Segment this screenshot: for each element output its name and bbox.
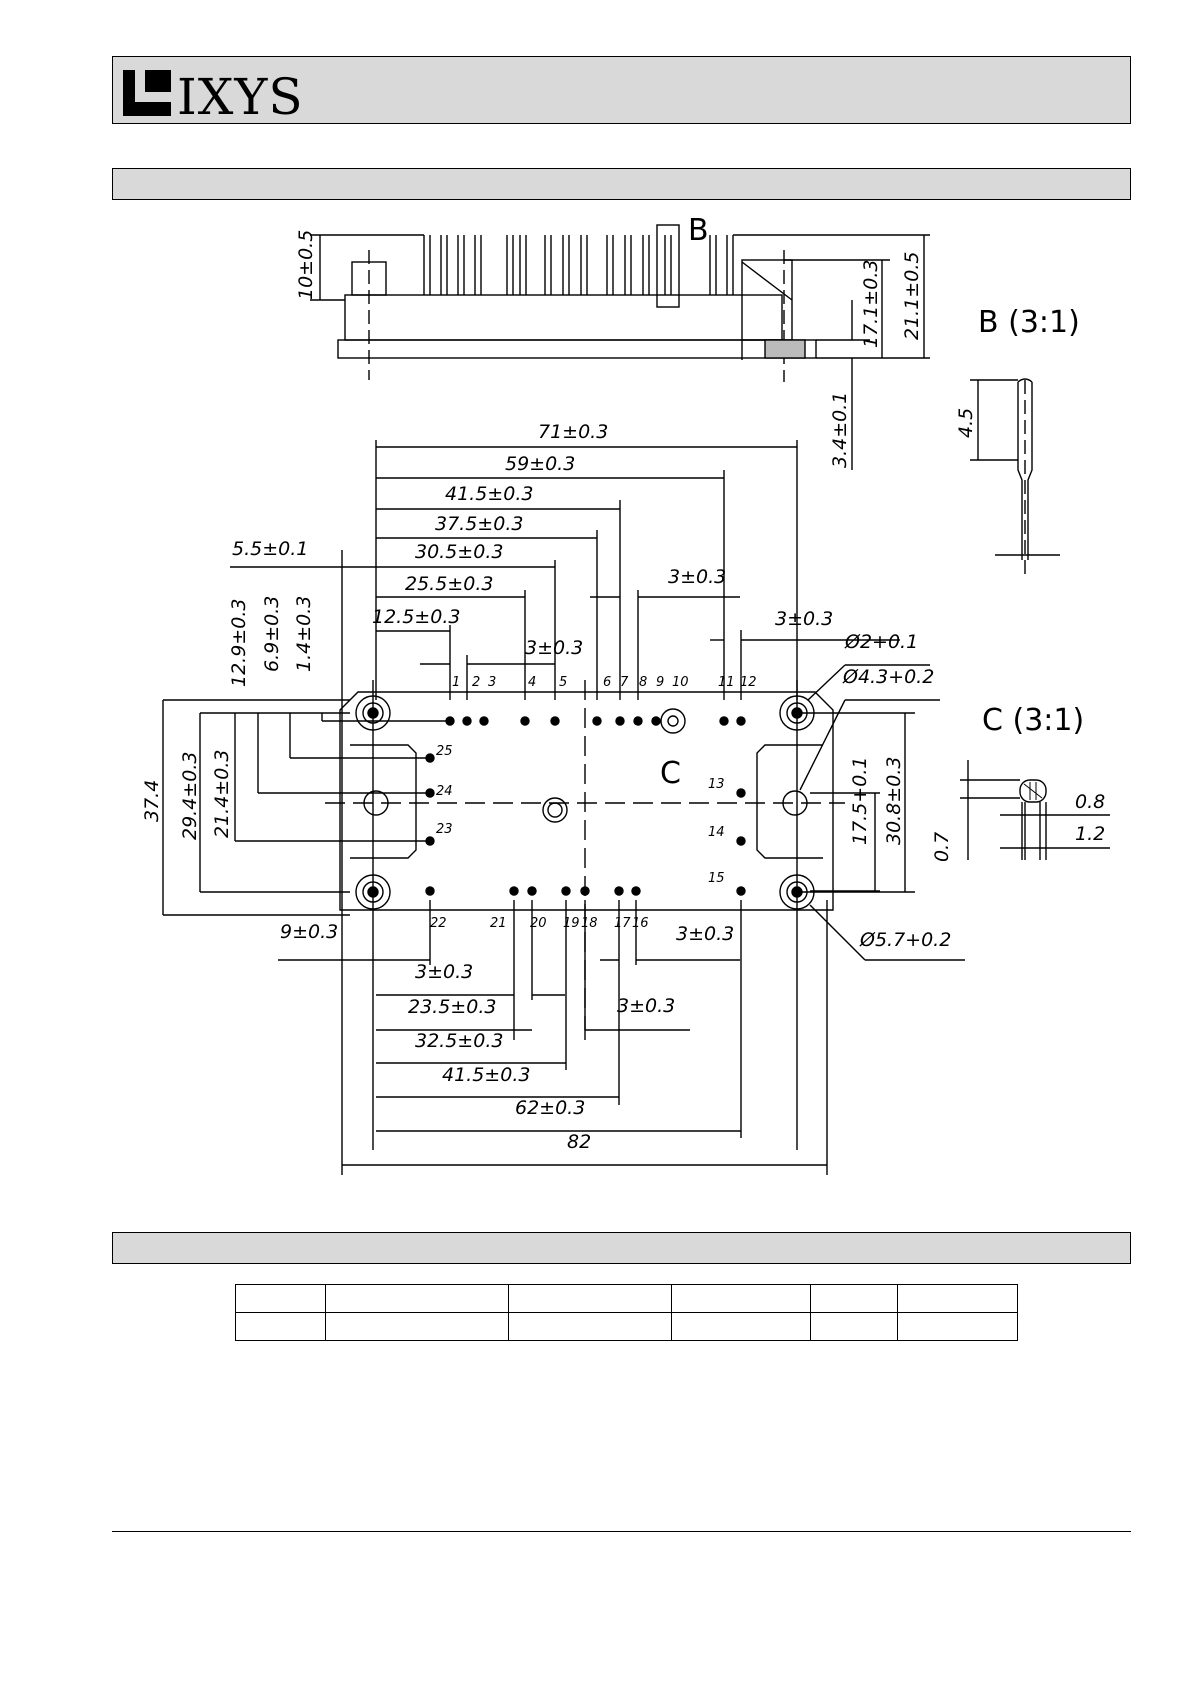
table-row — [235, 1284, 1018, 1313]
pin-label: 6 — [603, 675, 611, 690]
dim-height-17-1: 17.1±0.3 — [860, 260, 882, 348]
pin-label: 21 — [490, 916, 507, 931]
pin-label: 11 — [718, 675, 735, 690]
dim-6-9: 6.9±0.3 — [261, 596, 283, 672]
pin-label: 7 — [620, 675, 629, 690]
ixys-logo: IXYS — [121, 64, 351, 126]
logo-text: IXYS — [177, 68, 304, 120]
pin-dots — [425, 716, 746, 896]
top-right-slot — [756, 744, 823, 859]
detail-b-marker — [656, 224, 680, 308]
pin-label: 13 — [708, 777, 725, 792]
table-row — [235, 1312, 1018, 1341]
dim-3-bottom-b: 3±0.3 — [676, 923, 734, 945]
ordering-table — [235, 1284, 1018, 1341]
package-outline-drawing: B B (3:1) C C (3:1) 10±0.5 17.1±0.3 21.1… — [141, 213, 1110, 1175]
dimensions-section-band — [112, 168, 1131, 200]
pin-label: 14 — [708, 825, 725, 840]
detail-b-pin — [1017, 378, 1033, 560]
side-baseplate — [337, 339, 817, 359]
side-housing — [344, 294, 783, 341]
pin-label: 25 — [436, 744, 453, 759]
dim-59: 59±0.3 — [505, 453, 575, 475]
dim-23-5: 23.5±0.3 — [408, 996, 496, 1018]
dim-phi-4-3: Ø4.3+0.2 — [842, 666, 934, 688]
dim-17-5: 17.5+0.1 — [849, 757, 871, 845]
pin-label: 24 — [436, 784, 453, 799]
dim-height-21-1: 21.1±0.5 — [901, 252, 923, 340]
pin-label: 16 — [632, 916, 649, 931]
dim-3-top-mid: 3±0.3 — [525, 637, 583, 659]
dim-71: 71±0.3 — [538, 421, 608, 443]
pin-label: 2 — [472, 675, 480, 690]
dim-30-8: 30.8±0.3 — [883, 757, 905, 845]
dim-5-5: 5.5±0.1 — [232, 538, 308, 560]
dim-height-10: 10±0.5 — [295, 230, 317, 300]
pin-label: 20 — [530, 916, 547, 931]
pin-label: 5 — [559, 675, 567, 690]
view-b-label: B — [688, 213, 709, 248]
footer-rule — [112, 1531, 1131, 1532]
dim-height-3-4: 3.4±0.1 — [829, 392, 851, 468]
detail-c-pin — [1019, 779, 1047, 803]
side-pins — [423, 235, 734, 295]
pin-label: 12 — [740, 675, 757, 690]
pin-label: 22 — [430, 916, 447, 931]
ordering-section-band — [112, 1232, 1131, 1264]
pin-label: 9 — [656, 675, 664, 690]
pin-label: 17 — [614, 916, 631, 931]
detail-c-title: C (3:1) — [982, 703, 1084, 738]
dim-82: 82 — [567, 1131, 591, 1153]
dim-3-top-far: 3±0.3 — [775, 608, 833, 630]
dim-41-5-bottom: 41.5±0.3 — [442, 1064, 530, 1086]
dim-1-4: 1.4±0.3 — [293, 596, 315, 672]
top-left-slot — [350, 744, 417, 859]
pin-label: 1 — [452, 675, 460, 690]
dim-29-4: 29.4±0.3 — [179, 752, 201, 840]
dim-pin-length-4-5: 4.5 — [955, 408, 977, 438]
pin-label: 3 — [488, 675, 496, 690]
dim-12-5: 12.5±0.3 — [372, 606, 460, 628]
dim-25-5: 25.5±0.3 — [405, 573, 493, 595]
top-outline — [339, 691, 834, 911]
pin-label: 10 — [672, 675, 689, 690]
dim-phi-5-7: Ø5.7+0.2 — [859, 929, 951, 951]
dim-32-5: 32.5±0.3 — [415, 1030, 503, 1052]
pin-label: 18 — [581, 916, 598, 931]
dim-21-4: 21.4±0.3 — [211, 750, 233, 838]
dim-12-9: 12.9±0.3 — [228, 599, 250, 687]
dim-37-4: 37.4 — [141, 780, 163, 822]
view-c-label: C — [660, 756, 681, 791]
dim-0-8: 0.8 — [1075, 791, 1105, 813]
dim-9: 9±0.3 — [280, 921, 338, 943]
dim-1-2: 1.2 — [1075, 823, 1105, 845]
dim-3-top-right: 3±0.3 — [668, 566, 726, 588]
header-band: IXYS — [112, 56, 1131, 126]
pin-label: 19 — [563, 916, 580, 931]
detail-b-title: B (3:1) — [978, 305, 1080, 340]
dim-41-5-top: 41.5±0.3 — [445, 483, 533, 505]
pin-label: 15 — [708, 871, 725, 886]
pin-label: 23 — [436, 822, 453, 837]
dim-62: 62±0.3 — [515, 1097, 585, 1119]
dim-37-5: 37.5±0.3 — [435, 513, 523, 535]
dim-30-5: 30.5±0.3 — [415, 541, 503, 563]
dim-phi-2: Ø2+0.1 — [844, 631, 918, 653]
dim-0-7: 0.7 — [931, 832, 953, 862]
dim-3-bottom-a: 3±0.3 — [415, 961, 473, 983]
pin-label: 4 — [528, 675, 536, 690]
dim-3-bottom-c: 3±0.3 — [617, 995, 675, 1017]
pin-label: 8 — [639, 675, 647, 690]
